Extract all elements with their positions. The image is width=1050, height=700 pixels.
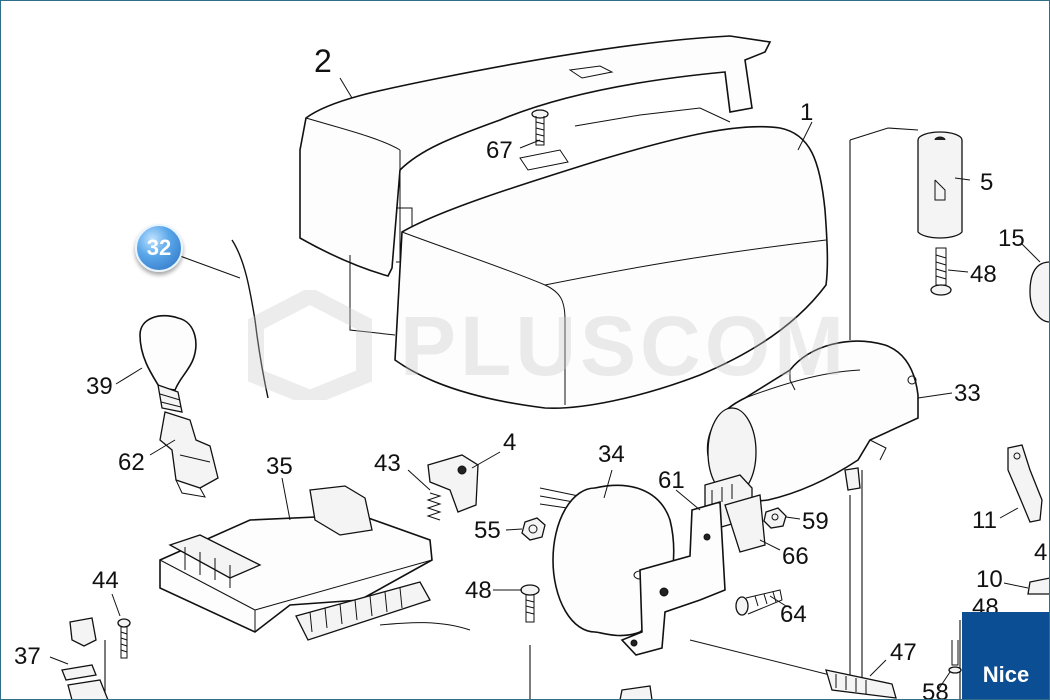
part-1-housing xyxy=(394,107,829,410)
label-part-59: 59 xyxy=(802,508,829,535)
part-48-screw-mid xyxy=(520,584,540,623)
label-part-39: 39 xyxy=(86,373,113,400)
label-part-11: 11 xyxy=(972,507,997,534)
label-part-10: 10 xyxy=(976,566,1003,593)
part-37-fuse-holder xyxy=(61,617,109,700)
part-67-screw xyxy=(531,109,549,146)
part-64-bolt xyxy=(735,589,783,616)
leader-32 xyxy=(179,255,241,279)
bracket xyxy=(620,500,726,656)
label-part-67: 67 xyxy=(486,137,513,164)
part-58-screw xyxy=(948,640,962,674)
part-43-spring xyxy=(426,492,442,521)
label-part-37: 37 xyxy=(14,643,41,670)
label-part-55: 55 xyxy=(474,517,501,544)
label-part-48-mid: 48 xyxy=(465,577,492,604)
label-part-47: 47 xyxy=(890,639,917,666)
label-part-61: 61 xyxy=(658,467,685,494)
part-15-edge xyxy=(1029,261,1050,323)
part-39-bulb xyxy=(139,314,197,413)
part-4-terminal xyxy=(427,454,479,513)
part-33-gearmotor xyxy=(706,340,919,502)
part-48-screw-top xyxy=(930,247,952,296)
part-10-edge xyxy=(1027,577,1050,595)
part-55-nut xyxy=(521,517,546,541)
part-11-bracket xyxy=(1007,444,1043,523)
label-part-34: 34 xyxy=(598,441,625,468)
label-part-62: 62 xyxy=(118,449,145,476)
part-44-screw xyxy=(117,618,131,659)
label-part-64: 64 xyxy=(780,601,807,628)
label-part-43: 43 xyxy=(374,450,401,477)
label-part-58: 58 xyxy=(922,679,949,700)
label-part-4: 4 xyxy=(503,429,516,456)
part-59-nut xyxy=(763,507,787,529)
label-part-44: 44 xyxy=(92,567,119,594)
label-part-48-top: 48 xyxy=(970,261,997,288)
label-part-15: 15 xyxy=(998,225,1025,252)
part-bottom-clip xyxy=(619,685,653,700)
label-part-5: 5 xyxy=(980,169,993,196)
label-part-33: 33 xyxy=(954,380,981,407)
label-part-2: 2 xyxy=(314,43,332,79)
nice-brand-logo: Nice xyxy=(962,612,1050,700)
part-32-wire xyxy=(231,239,269,399)
part-47-bolt xyxy=(689,639,897,699)
part-5-bushing xyxy=(917,131,963,239)
label-part-4-edge: 4 xyxy=(1034,539,1047,566)
label-part-66: 66 xyxy=(782,543,809,570)
leader-lines xyxy=(49,77,1041,691)
highlight-badge-32[interactable]: 32 xyxy=(135,224,183,272)
assembly-dashed-lines xyxy=(104,127,961,700)
label-part-1: 1 xyxy=(800,99,813,126)
part-62-socket xyxy=(159,411,219,498)
label-part-35: 35 xyxy=(266,453,293,480)
part-35-control-board xyxy=(159,485,471,641)
part-66-microswitch xyxy=(724,494,766,553)
